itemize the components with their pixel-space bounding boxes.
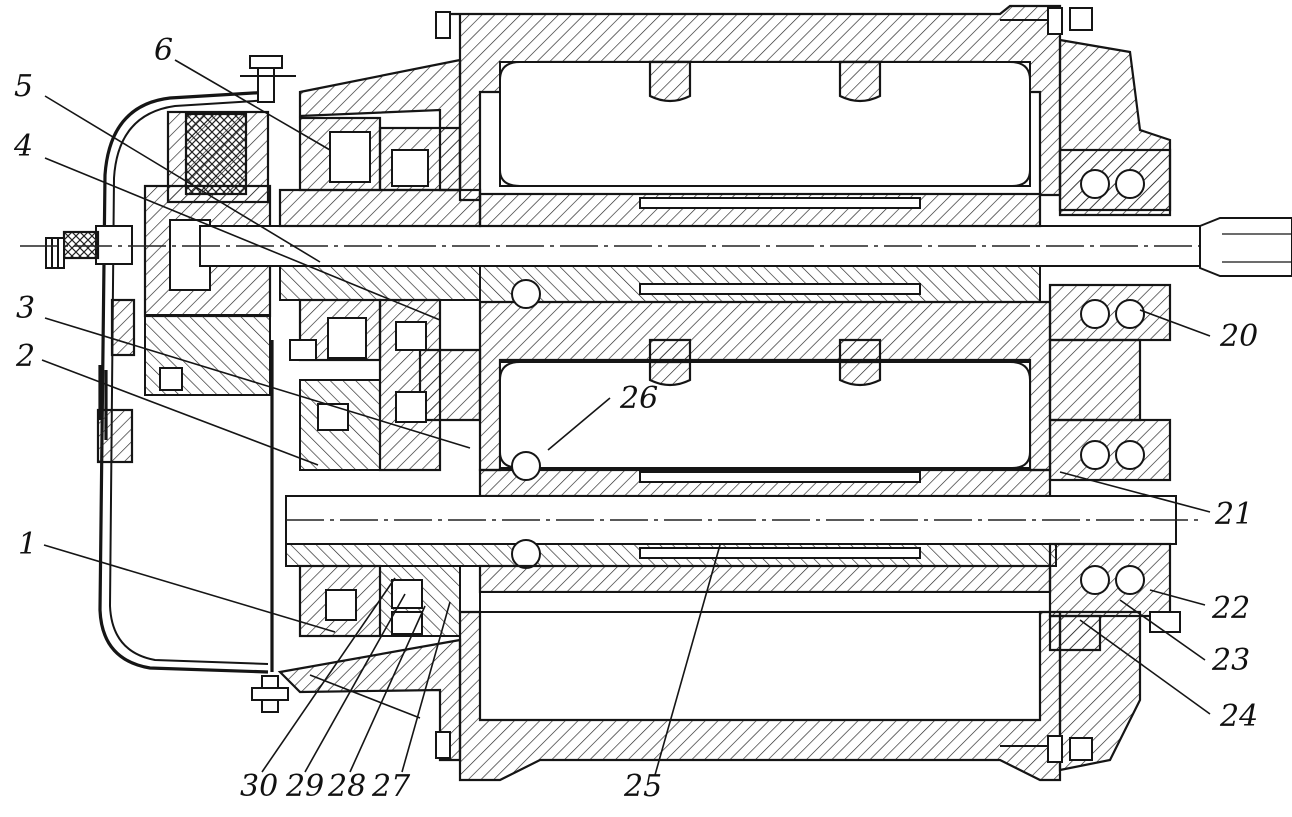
upper-gear-assembly xyxy=(278,116,1042,303)
leader-1 xyxy=(43,544,336,633)
label-20: 20 xyxy=(1220,319,1259,354)
leader-29 xyxy=(304,593,406,773)
label-23: 23 xyxy=(1212,643,1251,678)
top-bolt xyxy=(240,55,296,103)
leader-4 xyxy=(44,157,441,321)
label-21: 21 xyxy=(1215,497,1254,532)
label-24: 24 xyxy=(1220,699,1259,734)
leader-25 xyxy=(654,544,721,776)
upper-cavity xyxy=(499,61,1031,187)
upper-right-bearing xyxy=(1048,148,1172,342)
leader-27 xyxy=(401,601,451,773)
bottom-bolt xyxy=(251,675,289,713)
leader-30 xyxy=(261,577,396,773)
middle-gear-stack xyxy=(289,298,442,472)
label-6: 6 xyxy=(154,33,174,68)
label-26: 26 xyxy=(620,381,659,416)
lower-assembly xyxy=(285,539,1181,638)
middle-cavity xyxy=(499,361,1031,469)
leader-6 xyxy=(174,59,331,151)
label-2: 2 xyxy=(16,339,36,374)
breather-plug xyxy=(45,225,133,269)
leader-20 xyxy=(1139,309,1211,337)
leader-lines xyxy=(41,59,1211,776)
output-shaft xyxy=(285,495,1200,545)
label-29: 29 xyxy=(286,769,325,804)
label-3: 3 xyxy=(16,291,36,326)
leader-24 xyxy=(1079,619,1211,715)
leader-3 xyxy=(44,317,471,449)
label-30: 30 xyxy=(240,769,279,804)
label-28: 28 xyxy=(328,769,367,804)
input-shaft xyxy=(20,217,1292,277)
label-22: 22 xyxy=(1212,591,1251,626)
intermediate-shaft xyxy=(478,279,1172,498)
leader-28 xyxy=(349,605,426,773)
leader-22 xyxy=(1149,589,1206,606)
label-25: 25 xyxy=(624,769,663,804)
leader-5 xyxy=(44,95,321,263)
leader-23 xyxy=(1119,599,1206,661)
label-27: 27 xyxy=(372,769,411,804)
label-1: 1 xyxy=(18,527,38,562)
housing-bottom xyxy=(277,610,1142,782)
flange-bolts xyxy=(435,7,1093,763)
leader-26 xyxy=(547,397,611,451)
leader-housing xyxy=(309,674,421,719)
leader-2 xyxy=(41,359,319,466)
left-cover xyxy=(96,90,271,674)
leader-21 xyxy=(1059,471,1211,513)
label-5: 5 xyxy=(14,69,34,104)
label-4: 4 xyxy=(14,129,34,164)
